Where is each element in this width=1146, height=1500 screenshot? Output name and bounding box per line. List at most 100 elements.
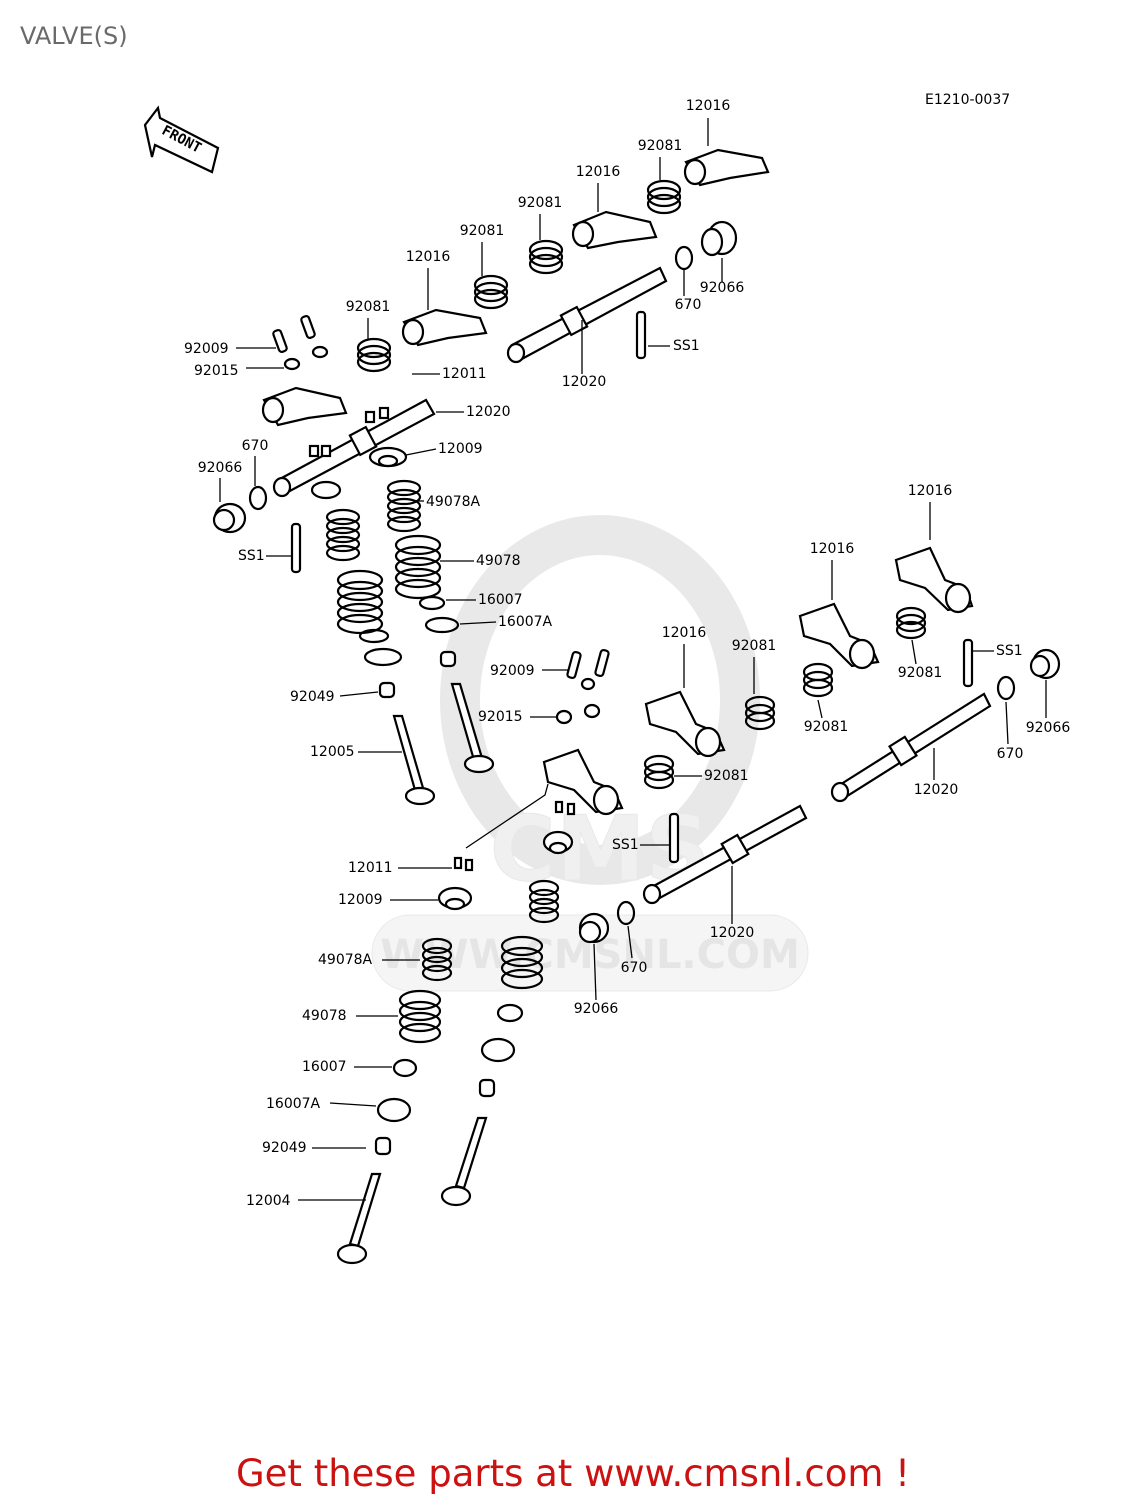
o-ring-right [996,675,1016,701]
part-number-label[interactable]: 92081 [638,138,683,154]
part-number-label[interactable]: 16007A [266,1096,321,1112]
part-number-label[interactable]: 92081 [460,223,505,239]
spring-upper-2 [528,239,564,275]
cap-plug-upper-left [212,502,247,534]
part-number-label[interactable]: 12020 [914,782,959,798]
part-callouts: 1201692081120169208192081120169206667092… [184,98,1070,1209]
spring-seat-a2 [424,616,460,634]
part-number-label[interactable]: 12016 [908,483,953,499]
part-number-label[interactable]: 92009 [184,341,229,357]
valve-lower-d [336,1172,382,1265]
alignment-line-lower [465,783,549,849]
part-number-label[interactable]: 12009 [338,892,383,908]
stem-seal-lower-c [478,1078,496,1098]
part-number-label[interactable]: 92015 [194,363,239,379]
spring-upper-1 [646,179,682,215]
part-number-label[interactable]: 92066 [700,280,745,296]
part-number-label[interactable]: 92081 [804,719,849,735]
part-number-label[interactable]: 12011 [442,366,487,382]
callout-leader-line [1005,701,1009,745]
spring-seat-c2 [480,1037,516,1063]
part-number-label[interactable]: 12020 [710,925,755,941]
footer-banner[interactable]: Get these parts at www.cmsnl.com ! [0,1452,1146,1495]
part-number-label[interactable]: 49078A [318,952,373,968]
part-number-label[interactable]: 16007 [302,1059,347,1075]
callout-leader-line [459,621,497,625]
callout-leader-line [627,925,633,959]
part-number-label[interactable]: 92049 [290,689,335,705]
rocker-arm-right-1 [894,546,974,614]
part-number-label[interactable]: 49078 [302,1008,347,1024]
part-number-label[interactable]: 49078 [476,553,521,569]
cap-plug-center [578,912,610,944]
part-number-label[interactable]: 12016 [686,98,731,114]
spring-seat-c [496,1003,524,1023]
retainer-upper-b [310,480,342,500]
part-number-label[interactable]: 670 [621,960,648,976]
spring-seat-a [418,595,446,611]
pin-right [962,638,974,688]
o-ring-upper-left [248,485,268,511]
spring-center-2 [643,754,675,790]
front-arrow-label: FRONT [159,123,204,157]
rocker-shaft-center [642,804,808,905]
part-number-label[interactable]: 12009 [438,441,483,457]
valve-upper-b [392,714,436,806]
part-number-label[interactable]: 49078A [426,494,481,510]
part-number-label[interactable]: 12011 [348,860,393,876]
part-number-label[interactable]: 92081 [732,638,777,654]
part-number-label[interactable]: 92049 [262,1140,307,1156]
part-number-label[interactable]: 12020 [466,404,511,420]
part-number-label[interactable]: 92066 [574,1001,619,1017]
part-number-label[interactable]: 12005 [310,744,355,760]
retainer-lower-a [542,830,574,855]
part-number-label[interactable]: 16007A [498,614,553,630]
part-number-label[interactable]: SS1 [673,338,700,354]
part-number-label[interactable]: 92081 [346,299,391,315]
pin-upper-right [635,310,647,360]
valve-spring-outer-c [500,935,544,990]
callout-leader-line [339,691,379,697]
cap-plug-right [1029,648,1061,680]
part-number-label[interactable]: 670 [997,746,1024,762]
cotter-lower [453,800,576,872]
front-arrow-icon: FRONT [143,105,220,174]
part-number-label[interactable]: 12016 [406,249,451,265]
o-ring-upper-right [674,245,694,271]
part-number-label[interactable]: 92009 [490,663,535,679]
valve-spring-inner-c [528,879,560,924]
spring-seat-d2 [376,1097,412,1123]
part-number-label[interactable]: 92081 [704,768,749,784]
part-number-label[interactable]: SS1 [612,837,639,853]
rocker-arm-upper-4 [261,386,348,427]
part-number-label[interactable]: 92066 [198,460,243,476]
spring-center-1 [744,695,776,731]
part-number-label[interactable]: 12020 [562,374,607,390]
spring-seat-b2 [363,647,403,667]
part-number-label[interactable]: 16007 [478,592,523,608]
part-number-label[interactable]: 12004 [246,1193,291,1209]
part-number-label[interactable]: 12016 [576,164,621,180]
part-number-label[interactable]: 12016 [810,541,855,557]
valve-parts-diagram: CMS WWW.CMSNL.COM E1210-0037 FRONT [143,92,1070,1265]
spring-upper-4 [356,337,392,373]
part-number-label[interactable]: SS1 [996,643,1023,659]
callout-leader-line [817,699,823,719]
part-number-label[interactable]: 670 [675,297,702,313]
spring-seat-d [392,1058,418,1078]
callout-leader-line [911,639,917,665]
callout-leader-line [405,448,437,456]
pin-upper-left [290,522,302,574]
footer-link[interactable]: Get these parts at www.cmsnl.com ! [235,1452,910,1495]
part-number-label[interactable]: 670 [242,438,269,454]
valve-spring-inner-a [386,479,422,533]
valve-upper-a [450,682,495,774]
rocker-arm-right-2 [798,602,880,670]
part-number-label[interactable]: 12016 [662,625,707,641]
part-number-label[interactable]: SS1 [238,548,265,564]
part-number-label[interactable]: 92081 [518,195,563,211]
part-number-label[interactable]: 92015 [478,709,523,725]
part-number-label[interactable]: 92081 [898,665,943,681]
spring-seat-b [358,628,390,644]
part-number-label[interactable]: 92066 [1026,720,1071,736]
